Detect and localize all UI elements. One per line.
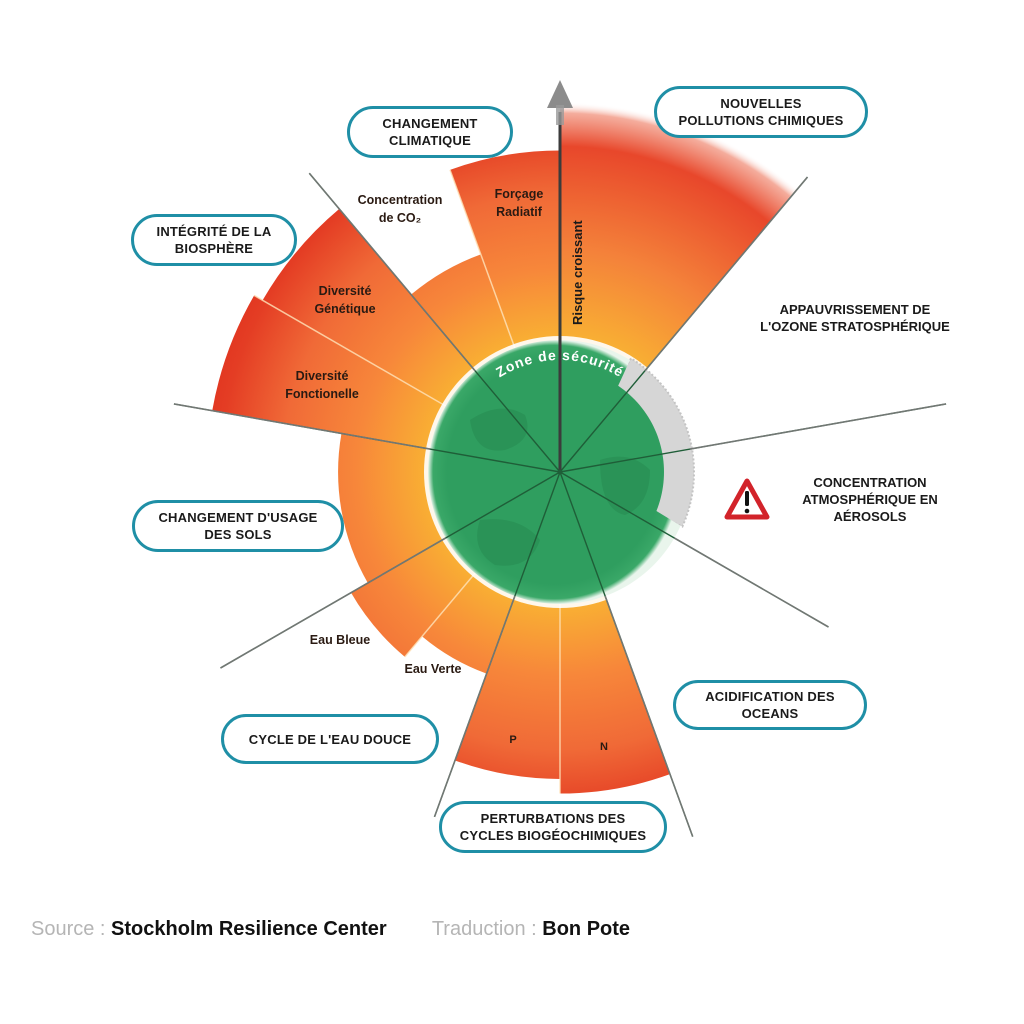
continent-shape-2 (477, 519, 540, 566)
divider-line-outer-3 (673, 537, 829, 628)
sector-7-sub-0-wedge (212, 295, 448, 450)
translation-label: Traduction : (431, 918, 537, 940)
sector-4-sub-0-wedge (455, 594, 560, 779)
divider-line-outer-2 (689, 403, 947, 450)
sector-5-sub-0-wedge (422, 571, 516, 674)
divider-line-outer-4 (604, 595, 694, 837)
sector-4-sub-1-wedge (560, 594, 670, 794)
source-value: Stockholm Resilience Center (111, 918, 387, 940)
divider-line-outer-5 (433, 595, 516, 818)
sector-5-sub-divider (404, 572, 476, 658)
divider-lines (173, 80, 947, 837)
green-water-label: Eau Verte (404, 662, 462, 676)
risk-arrow-neck (556, 105, 564, 125)
footer-credits: Source : Stockholm Resilience Center Tra… (31, 918, 630, 941)
blue-water-label: Eau Bleue (309, 633, 371, 647)
sector-6-wedge (338, 433, 448, 583)
center-point (557, 469, 563, 475)
nitrogen-label: N (600, 741, 608, 753)
divider-line-outer-1 (644, 176, 809, 372)
source-label: Source : (31, 918, 106, 940)
divider-line-outer-6 (220, 537, 447, 669)
freshwater-cycle-label: CYCLE DE L'EAU DOUCE (221, 714, 439, 764)
divider-line-outer-8 (308, 172, 476, 372)
sector-8-sub-0-wedge (411, 254, 516, 373)
continent-shape-0 (470, 408, 528, 451)
sector-8-sub-1-wedge (450, 150, 560, 350)
phosphorus-label: P (509, 734, 517, 746)
warning-triangle-icon (724, 478, 770, 520)
divider-line-outer-7 (173, 403, 431, 450)
sector-0-wedge (560, 97, 802, 373)
risk-arrow-head-icon (547, 80, 573, 108)
translation-value: Bon Pote (542, 918, 631, 940)
safe-zone-core (424, 336, 696, 608)
sector-7-sub-1-wedge (262, 208, 477, 407)
risk-arrow-label: Risque croissant (570, 220, 585, 325)
risk-sectors (212, 97, 802, 794)
continent-shape-1 (600, 456, 650, 515)
sector-7-sub-divider (253, 294, 447, 407)
sector-5-sub-1-wedge (350, 537, 477, 657)
sector-8-sub-divider (449, 169, 516, 349)
